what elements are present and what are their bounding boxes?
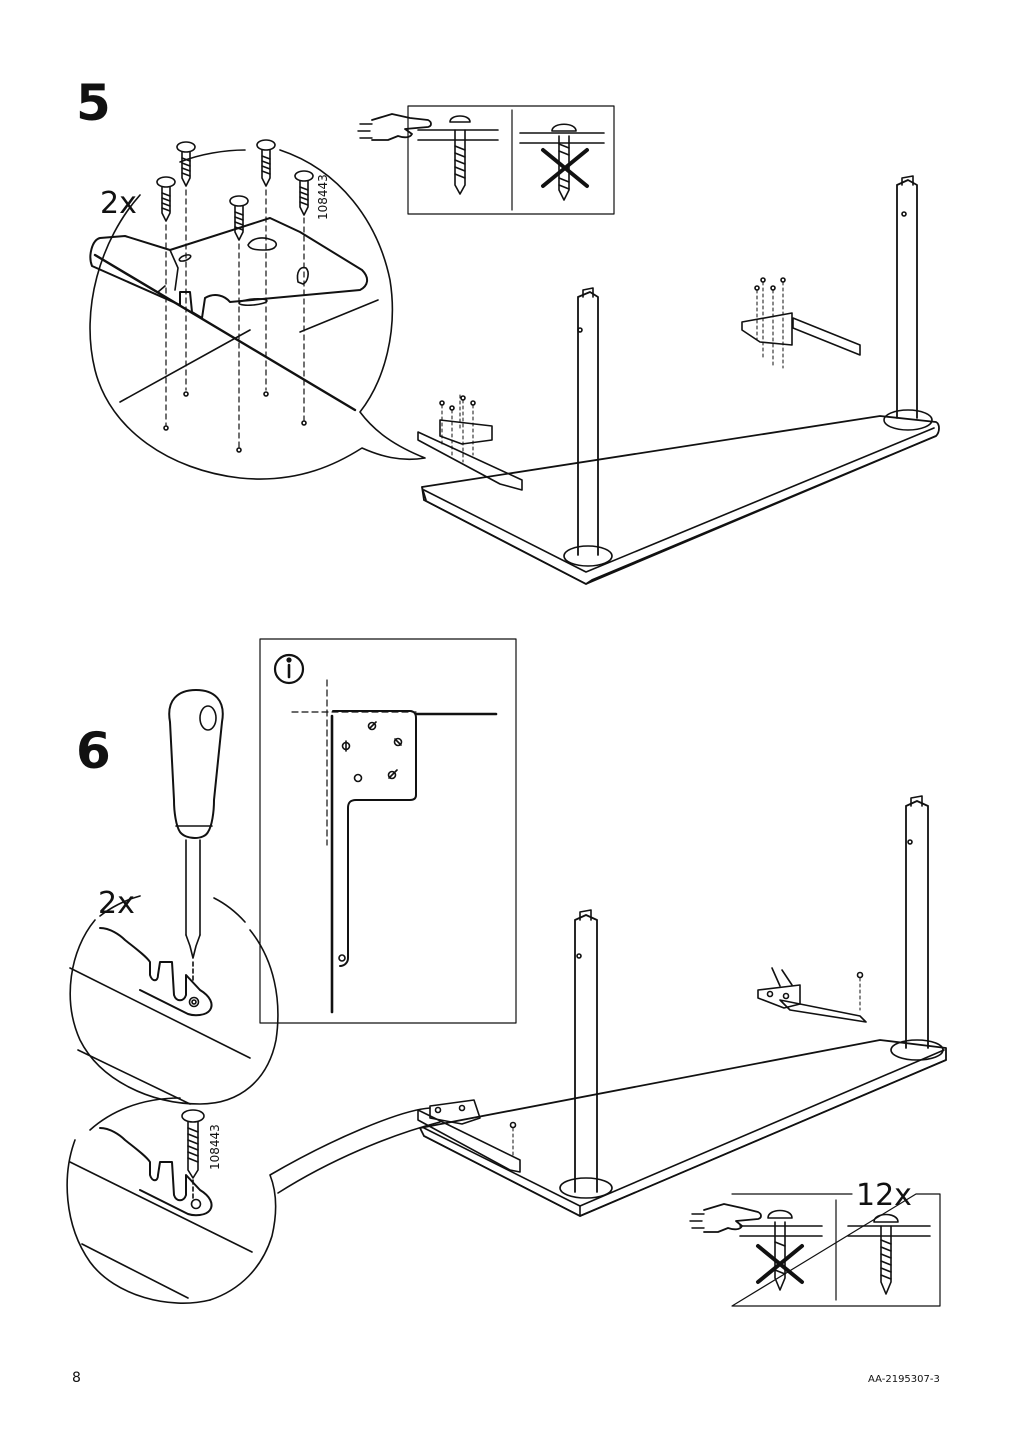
screw-icon [295,171,313,215]
screw-icon [768,1211,792,1291]
step-6-detail-circles [67,896,440,1303]
step-6-screw-instruction-panel [690,1194,940,1306]
screw-icon [177,142,195,186]
wrong-x-icon [543,150,587,186]
document-id: AA-2195307-3 [868,1374,940,1385]
screw-icon [874,1215,898,1295]
step-5-detail-circle [90,140,425,479]
page-number: 8 [72,1370,81,1386]
screw-icon [157,177,175,221]
step-6-number: 6 [76,722,111,780]
info-icon [275,655,303,683]
step-5-number: 5 [76,74,111,132]
screw-icon [257,140,275,186]
screw-icon [450,116,470,194]
screwdriver-icon [169,690,223,980]
step-6-info-panel [260,639,516,1023]
step-5-table-assembly [418,176,939,584]
step-6-tool-quantity: 2x [98,886,135,921]
step-6-screw-quantity: 12x [852,1178,916,1213]
hand-press-icon [690,1204,761,1232]
wrong-x-icon [758,1246,802,1282]
step-5-screw-instruction-panel [358,106,614,214]
hand-press-icon [358,114,431,140]
step-5-quantity: 2x [100,186,137,221]
step-6-table-assembly [418,796,946,1216]
screw-icon [230,196,248,240]
screw-icon [182,1110,204,1178]
